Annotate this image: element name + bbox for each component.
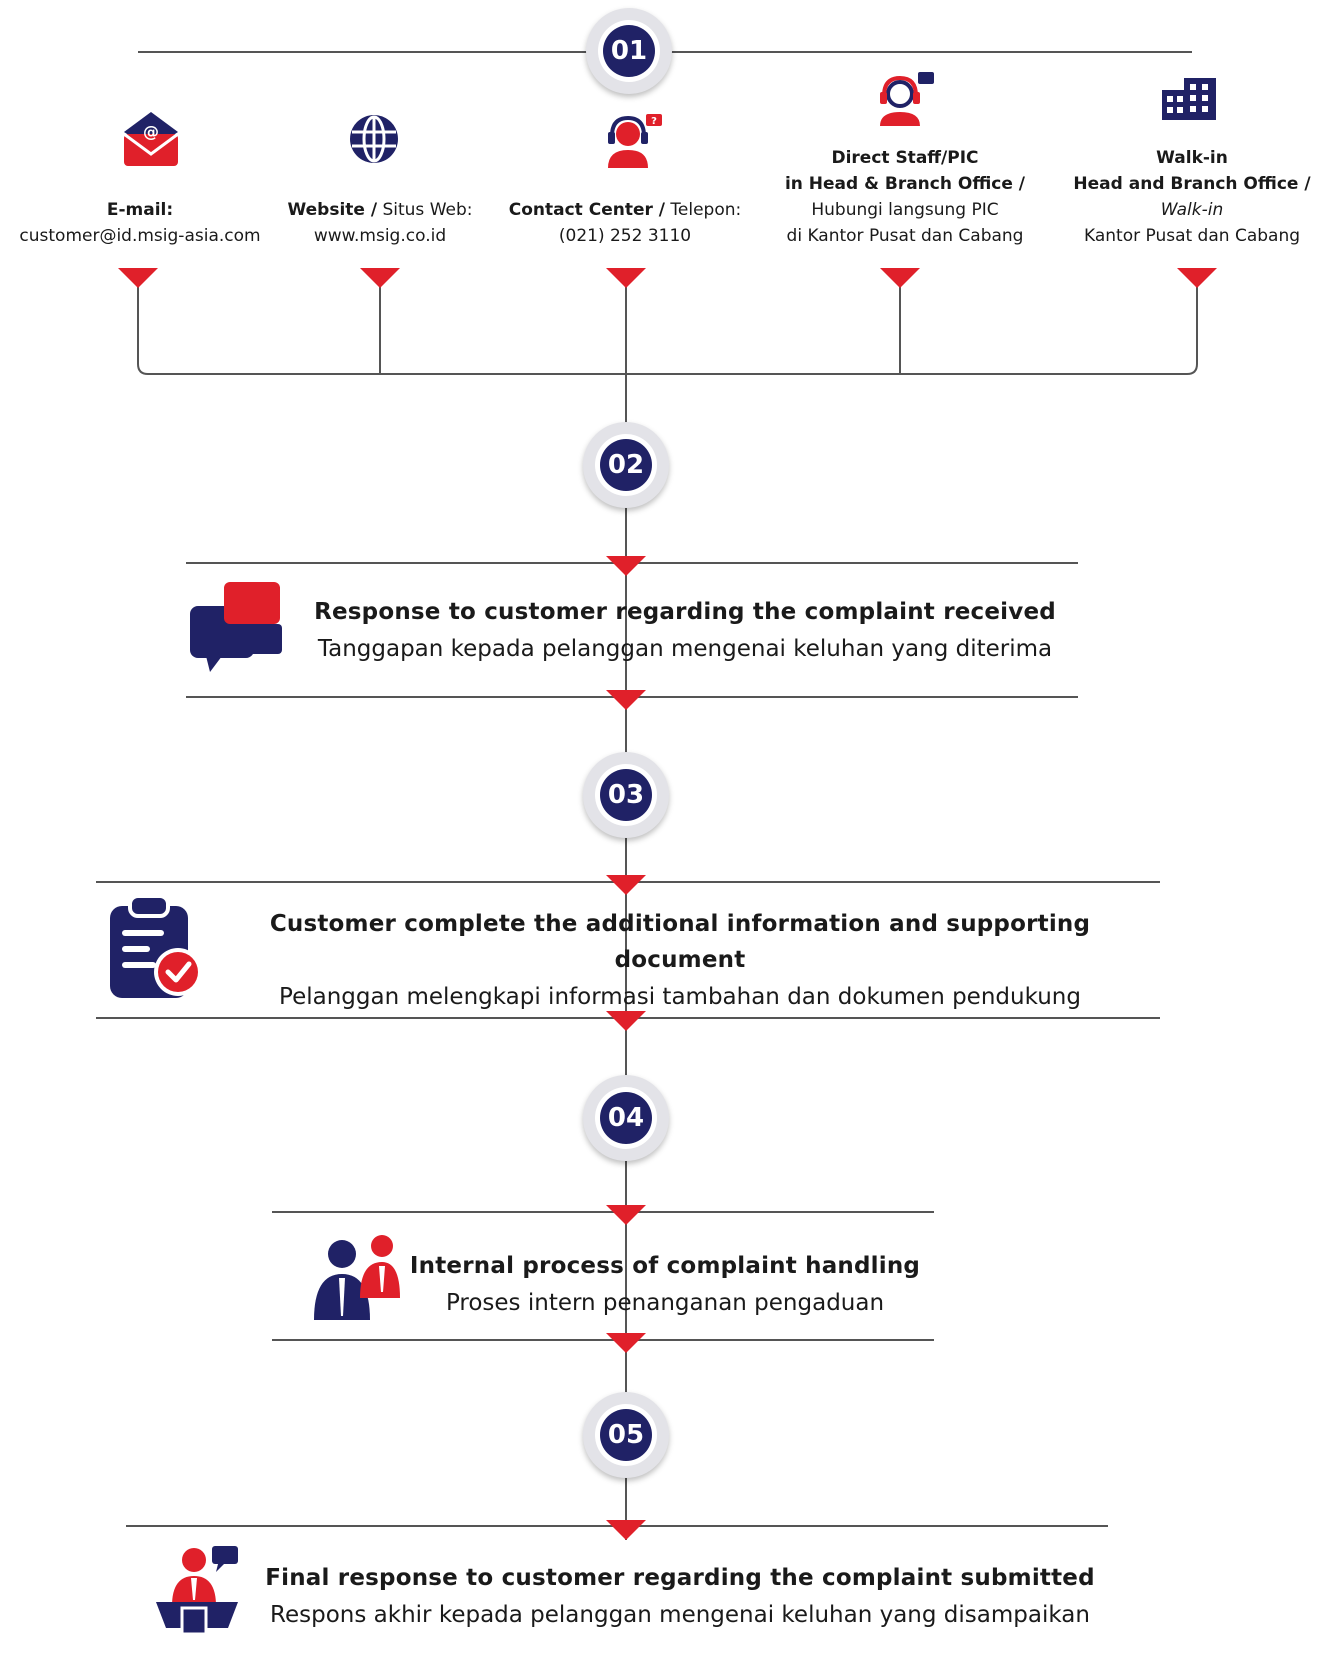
step-number: 05: [600, 1409, 652, 1461]
chat-bubbles-icon: [190, 582, 282, 672]
stage-title: Internal process of complaint handling: [409, 1253, 921, 1279]
stage-response: Response to customer regarding the compl…: [290, 594, 1080, 668]
step-badge: 03: [583, 752, 669, 838]
stage-title: Customer complete the additional informa…: [269, 911, 1091, 973]
channel-line3: Hubungi langsung PIC: [811, 200, 999, 220]
svg-text:@: @: [143, 122, 159, 141]
team-people-icon: [314, 1235, 400, 1320]
step-number: 01: [603, 25, 655, 77]
step-badge: 04: [583, 1075, 669, 1161]
channel-detail: (021) 252 3110: [558, 226, 692, 246]
officer-desk-icon: [156, 1546, 238, 1636]
channel-title-rest: Situs Web:: [377, 200, 473, 220]
channel-title-rest: Telepon:: [665, 200, 742, 220]
stage-subtitle: Tanggapan kepada pelanggan mengenai kelu…: [317, 636, 1053, 662]
step-number: 02: [600, 439, 652, 491]
channel-website: Website / Situs Web: www.msig.co.id: [255, 197, 505, 249]
channel-line2: in Head & Branch Office /: [784, 174, 1026, 194]
step-number: 04: [600, 1092, 652, 1144]
staff-headset-icon: [880, 72, 934, 126]
stage-internal-process: Internal process of complaint handling P…: [400, 1248, 930, 1322]
stage-title: Response to customer regarding the compl…: [314, 599, 1056, 625]
channel-line3: Walk-in: [1160, 200, 1224, 220]
channel-line4: Kantor Pusat dan Cabang: [1083, 226, 1301, 246]
channel-title: Website /: [287, 200, 378, 220]
globe-icon: [350, 115, 398, 163]
email-icon: @: [123, 112, 179, 166]
stage-additional-info: Customer complete the additional informa…: [210, 906, 1150, 1016]
step-badge: 02: [583, 422, 669, 508]
stage-subtitle: Proses intern penanganan pengaduan: [445, 1290, 885, 1316]
clipboard-check-icon: [110, 894, 202, 998]
channel-walk-in: Walk-in Head and Branch Office / Walk-in…: [1062, 145, 1322, 249]
stage-subtitle: Pelanggan melengkapi informasi tambahan …: [279, 984, 1081, 1010]
call-center-icon: ?: [608, 114, 662, 168]
step-badge: 01: [586, 8, 672, 94]
channel-title: Contact Center /: [508, 200, 666, 220]
channel-line1: Direct Staff/PIC: [831, 148, 979, 168]
channel-contact-center: Contact Center / Telepon: (021) 252 3110: [500, 197, 750, 249]
svg-text:?: ?: [651, 116, 657, 127]
channel-line4: di Kantor Pusat dan Cabang: [786, 226, 1024, 246]
stage-final-response: Final response to customer regarding the…: [250, 1560, 1110, 1634]
channel-line1: Walk-in: [1156, 148, 1228, 168]
step-badge: 05: [583, 1392, 669, 1478]
stage-subtitle: Respons akhir kepada pelanggan mengenai …: [270, 1602, 1090, 1628]
channel-title: E-mail:: [106, 200, 174, 220]
channel-line2: Head and Branch Office /: [1073, 174, 1311, 194]
step-number: 03: [600, 769, 652, 821]
channel-detail: customer@id.msig-asia.com: [19, 226, 261, 246]
stage-title: Final response to customer regarding the…: [265, 1565, 1095, 1591]
channel-detail: www.msig.co.id: [313, 226, 447, 246]
channel-direct-staff: Direct Staff/PIC in Head & Branch Office…: [780, 145, 1030, 249]
channel-email: E-mail: customer@id.msig-asia.com: [15, 197, 265, 249]
office-building-icon: [1162, 78, 1216, 120]
